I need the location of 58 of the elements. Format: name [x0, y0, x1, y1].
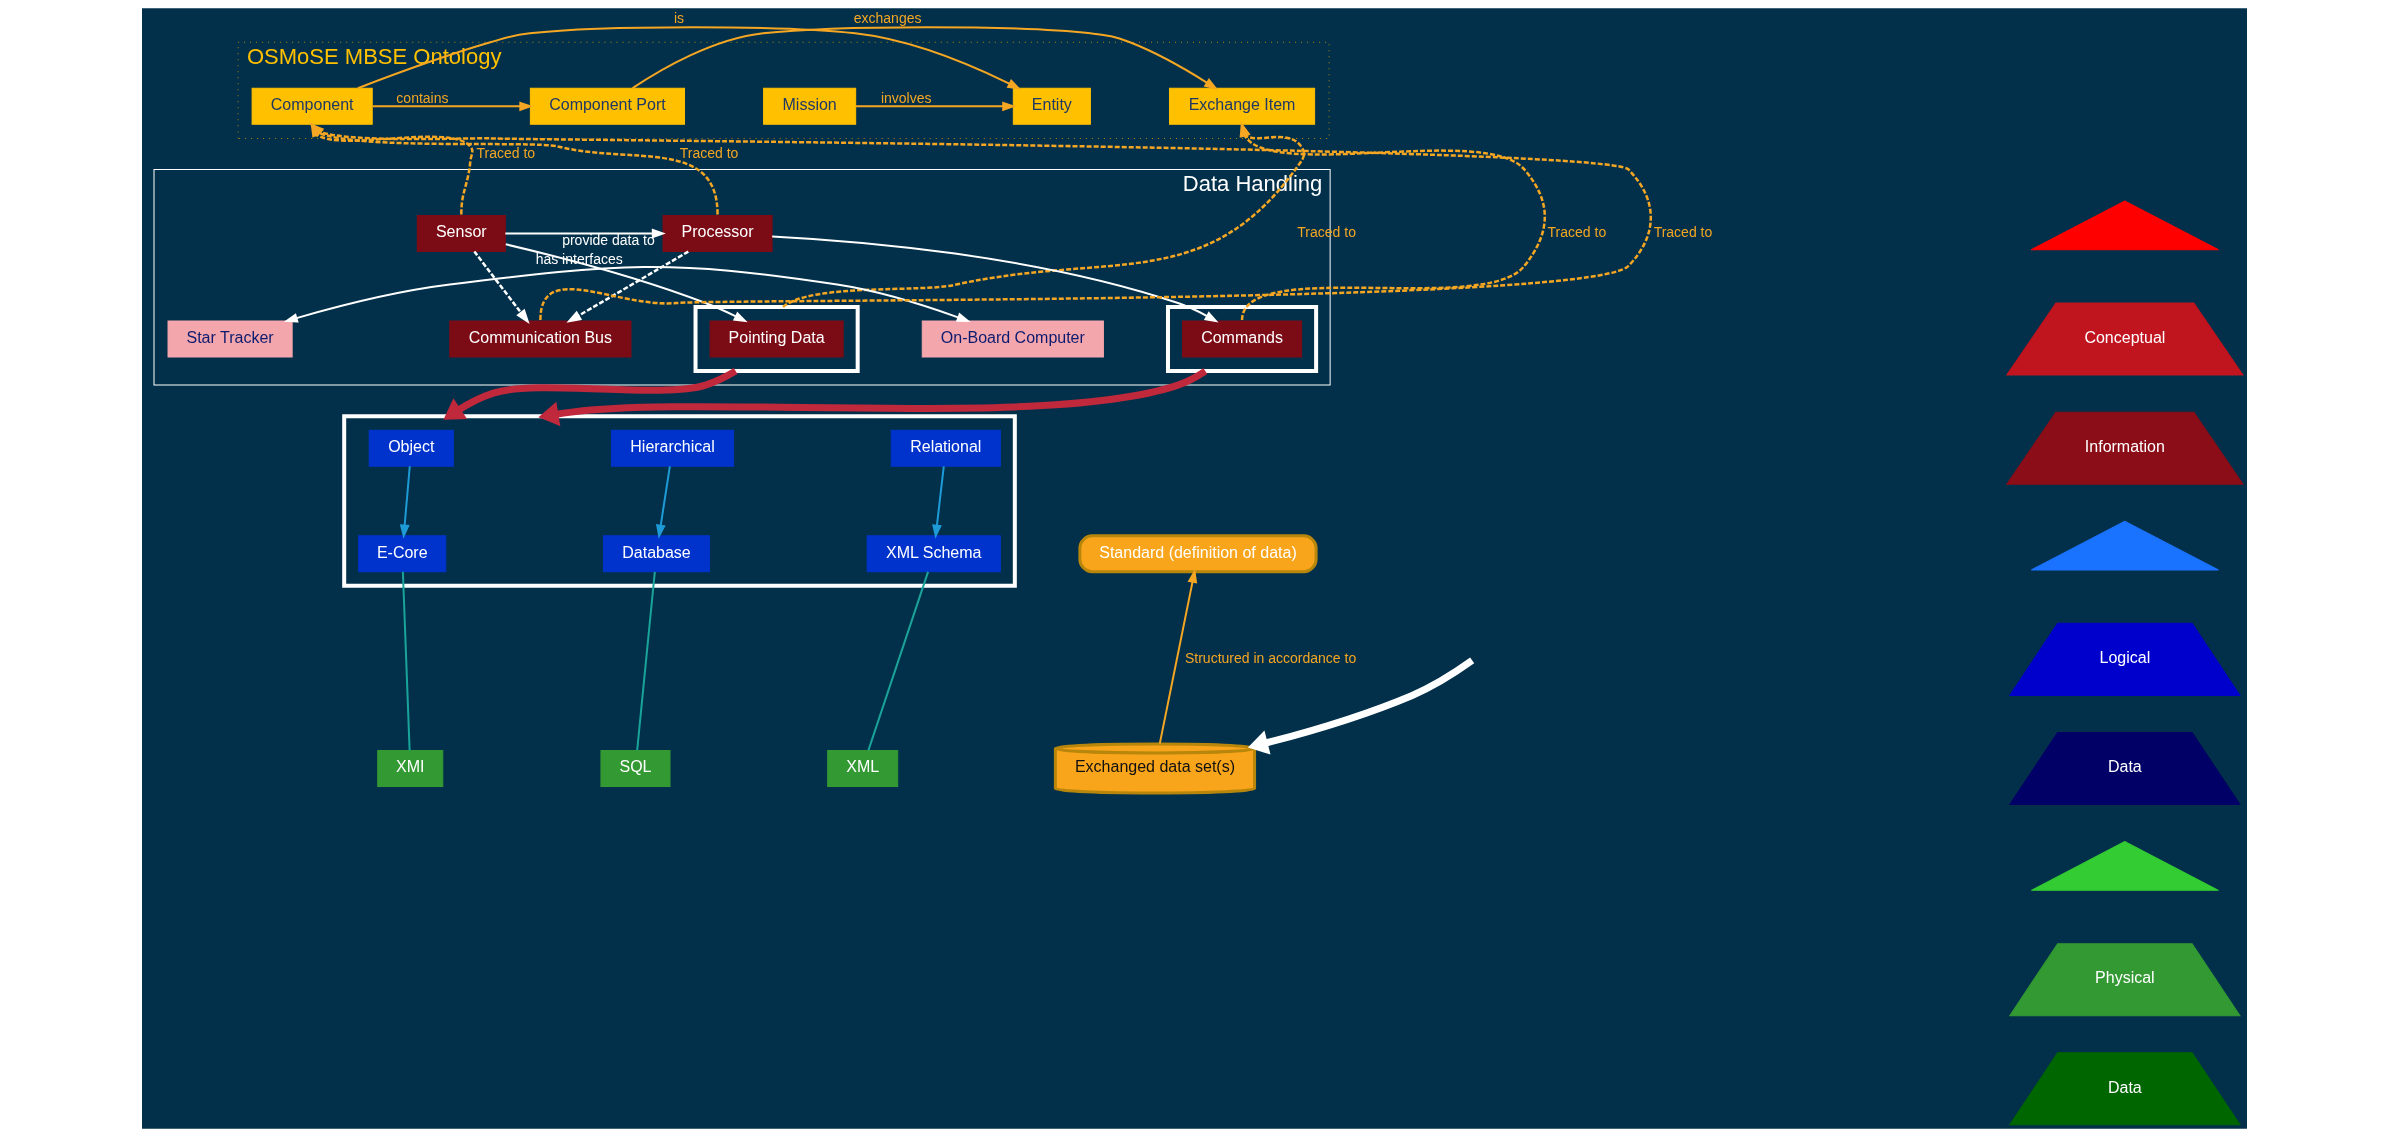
edge-label: Traced to	[1547, 224, 1607, 241]
edge-label: is	[674, 10, 685, 27]
node-box: Standard (definition of data)	[1078, 534, 1318, 574]
node-box: Exchange Item	[1169, 87, 1316, 125]
cluster	[342, 414, 1017, 588]
node-box: SQL	[600, 749, 671, 787]
connector	[636, 570, 656, 752]
node-box: XML	[827, 749, 899, 787]
node-box: XMI	[377, 749, 444, 787]
node-box: Mission	[763, 87, 857, 125]
edge-label: Traced to	[679, 144, 739, 161]
node-box: Object	[368, 429, 454, 467]
node-triangle	[2030, 200, 2219, 251]
edge-label: Traced to	[476, 144, 536, 161]
node-box: Sensor	[416, 214, 506, 252]
arrow	[504, 243, 748, 323]
node-box: Commands	[1182, 320, 1303, 358]
node-box: Communication Bus	[449, 320, 632, 358]
arrow	[371, 101, 534, 112]
node-box: Entity	[1012, 87, 1091, 125]
node-triangle	[2030, 841, 2219, 891]
node-box: Relational	[890, 429, 1001, 467]
node-triangle	[2030, 520, 2219, 571]
arrow	[1247, 657, 1475, 755]
node-box: Pointing Data	[709, 320, 844, 358]
edge-label: involves	[880, 89, 932, 106]
node-box: E-Core	[358, 535, 447, 573]
arrow	[473, 250, 530, 324]
edge-label: contains	[396, 89, 449, 106]
arrow	[399, 465, 411, 539]
arrow	[932, 465, 945, 539]
arrow	[443, 368, 738, 420]
node-box: Processor	[662, 214, 773, 252]
edge-label: exchanges	[853, 10, 922, 27]
connector	[401, 570, 411, 752]
arrow	[356, 26, 1022, 90]
node-box: Hierarchical	[610, 429, 735, 467]
arrow	[1158, 568, 1198, 745]
arrow	[655, 465, 671, 539]
node-box: Component	[251, 87, 373, 125]
node-box: Star Tracker	[167, 320, 293, 358]
node-box: On-Board Computer	[921, 320, 1104, 358]
arrow	[855, 101, 1017, 112]
arrow	[566, 250, 689, 323]
node-box: Database	[602, 535, 711, 573]
node-box: XML Schema	[866, 535, 1001, 573]
arrow	[504, 228, 666, 239]
cluster	[1165, 305, 1319, 374]
edge-label: Structured in accordance to	[1184, 650, 1357, 667]
node-box: Component Port	[529, 87, 685, 125]
cluster	[693, 305, 860, 374]
connector	[867, 570, 930, 752]
arrow	[538, 368, 1208, 427]
edge-label: provide data to	[562, 231, 655, 248]
edge-label: Traced to	[1653, 224, 1713, 241]
arrow	[631, 26, 1219, 90]
arrow	[283, 266, 971, 323]
arrow	[771, 235, 1219, 323]
